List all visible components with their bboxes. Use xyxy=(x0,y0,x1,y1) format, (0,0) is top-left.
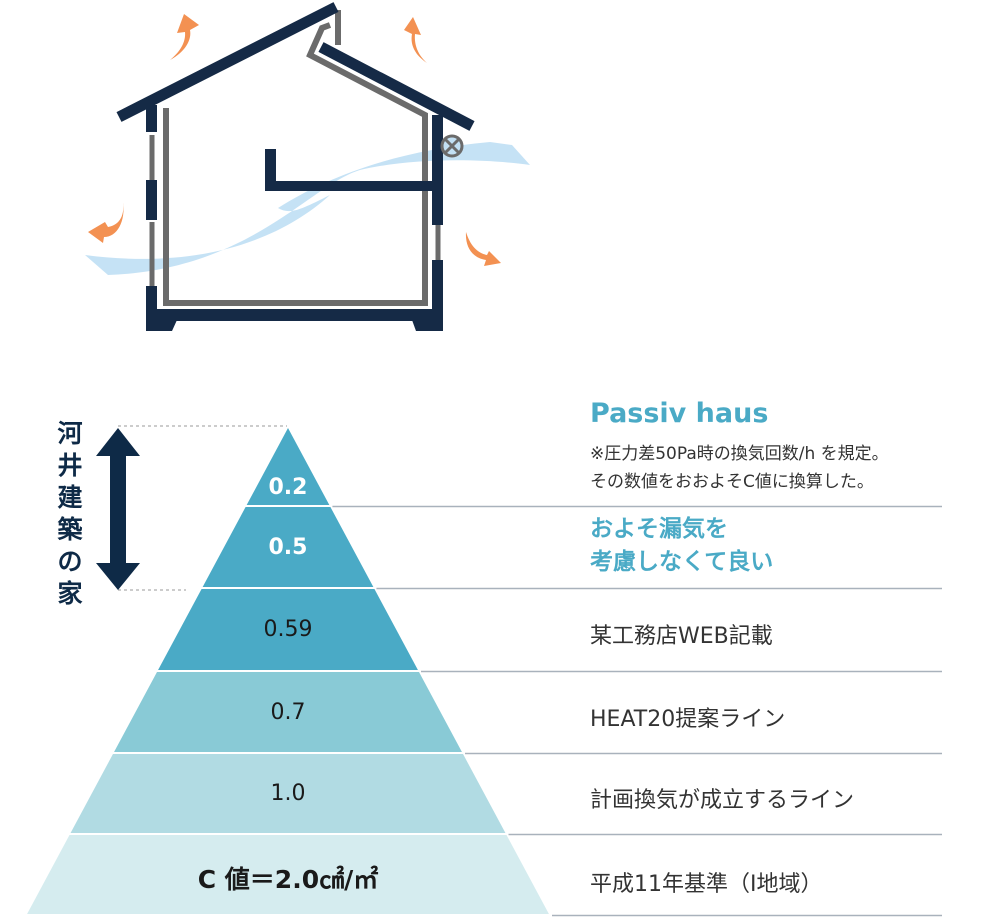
label-char: 河 xyxy=(57,419,83,448)
note-row-4: HEAT20提案ライン xyxy=(590,707,786,732)
heat-loss-arrow xyxy=(88,14,501,266)
airflow-stream xyxy=(85,142,530,275)
layer-value-base: C 値＝2.0㎠/㎡ xyxy=(197,865,379,894)
insulation-line xyxy=(163,10,428,306)
label-char: 建 xyxy=(57,483,83,512)
pyramid-layer xyxy=(246,428,330,505)
house-walls xyxy=(146,105,443,331)
layer-value-0.7: 0.7 xyxy=(270,700,306,725)
house-diagram xyxy=(85,2,530,331)
layer-value-0.2: 0.2 xyxy=(268,475,308,500)
pyramid-layer xyxy=(114,672,462,752)
passiv-haus-title: Passiv haus xyxy=(590,398,769,429)
label-char: 築 xyxy=(57,515,83,544)
note-row-5: 計画換気が成立するライン xyxy=(590,788,855,813)
layer-value-0.59: 0.59 xyxy=(263,617,313,642)
note-row-3: 某工務店WEB記載 xyxy=(590,624,773,649)
kawai-house-label: 河 井 建 築 の 家 xyxy=(52,418,88,610)
note-line: その数値をおおよそC値に換算した。 xyxy=(590,472,874,492)
accent-line: 考慮しなくて良い xyxy=(590,549,774,575)
label-char: 家 xyxy=(57,579,83,608)
layer-value-0.5: 0.5 xyxy=(268,535,308,560)
vent-fan-icon xyxy=(440,134,464,158)
roof-right xyxy=(318,42,475,131)
pyramid-layer xyxy=(27,835,549,914)
accent-line: およそ漏気を xyxy=(590,516,728,542)
label-char: 井 xyxy=(57,451,83,480)
accent-note: およそ漏気を 考慮しなくて良い xyxy=(590,513,773,579)
pyramid-layer xyxy=(158,589,418,670)
label-char: の xyxy=(57,547,83,576)
layer-value-1.0: 1.0 xyxy=(270,781,306,806)
note-line: ※圧力差50Pa時の換気回数/h を規定。 xyxy=(590,444,889,464)
pyramid-layer xyxy=(202,507,374,587)
note-row-6: 平成11年基準（I地域） xyxy=(590,872,823,897)
passiv-haus-note: ※圧力差50Pa時の換気回数/h を規定。 その数値をおおよそC値に換算した。 xyxy=(590,440,889,496)
pyramid-layer xyxy=(70,754,506,833)
double-arrow-icon xyxy=(96,428,140,590)
roof-left xyxy=(116,2,339,122)
